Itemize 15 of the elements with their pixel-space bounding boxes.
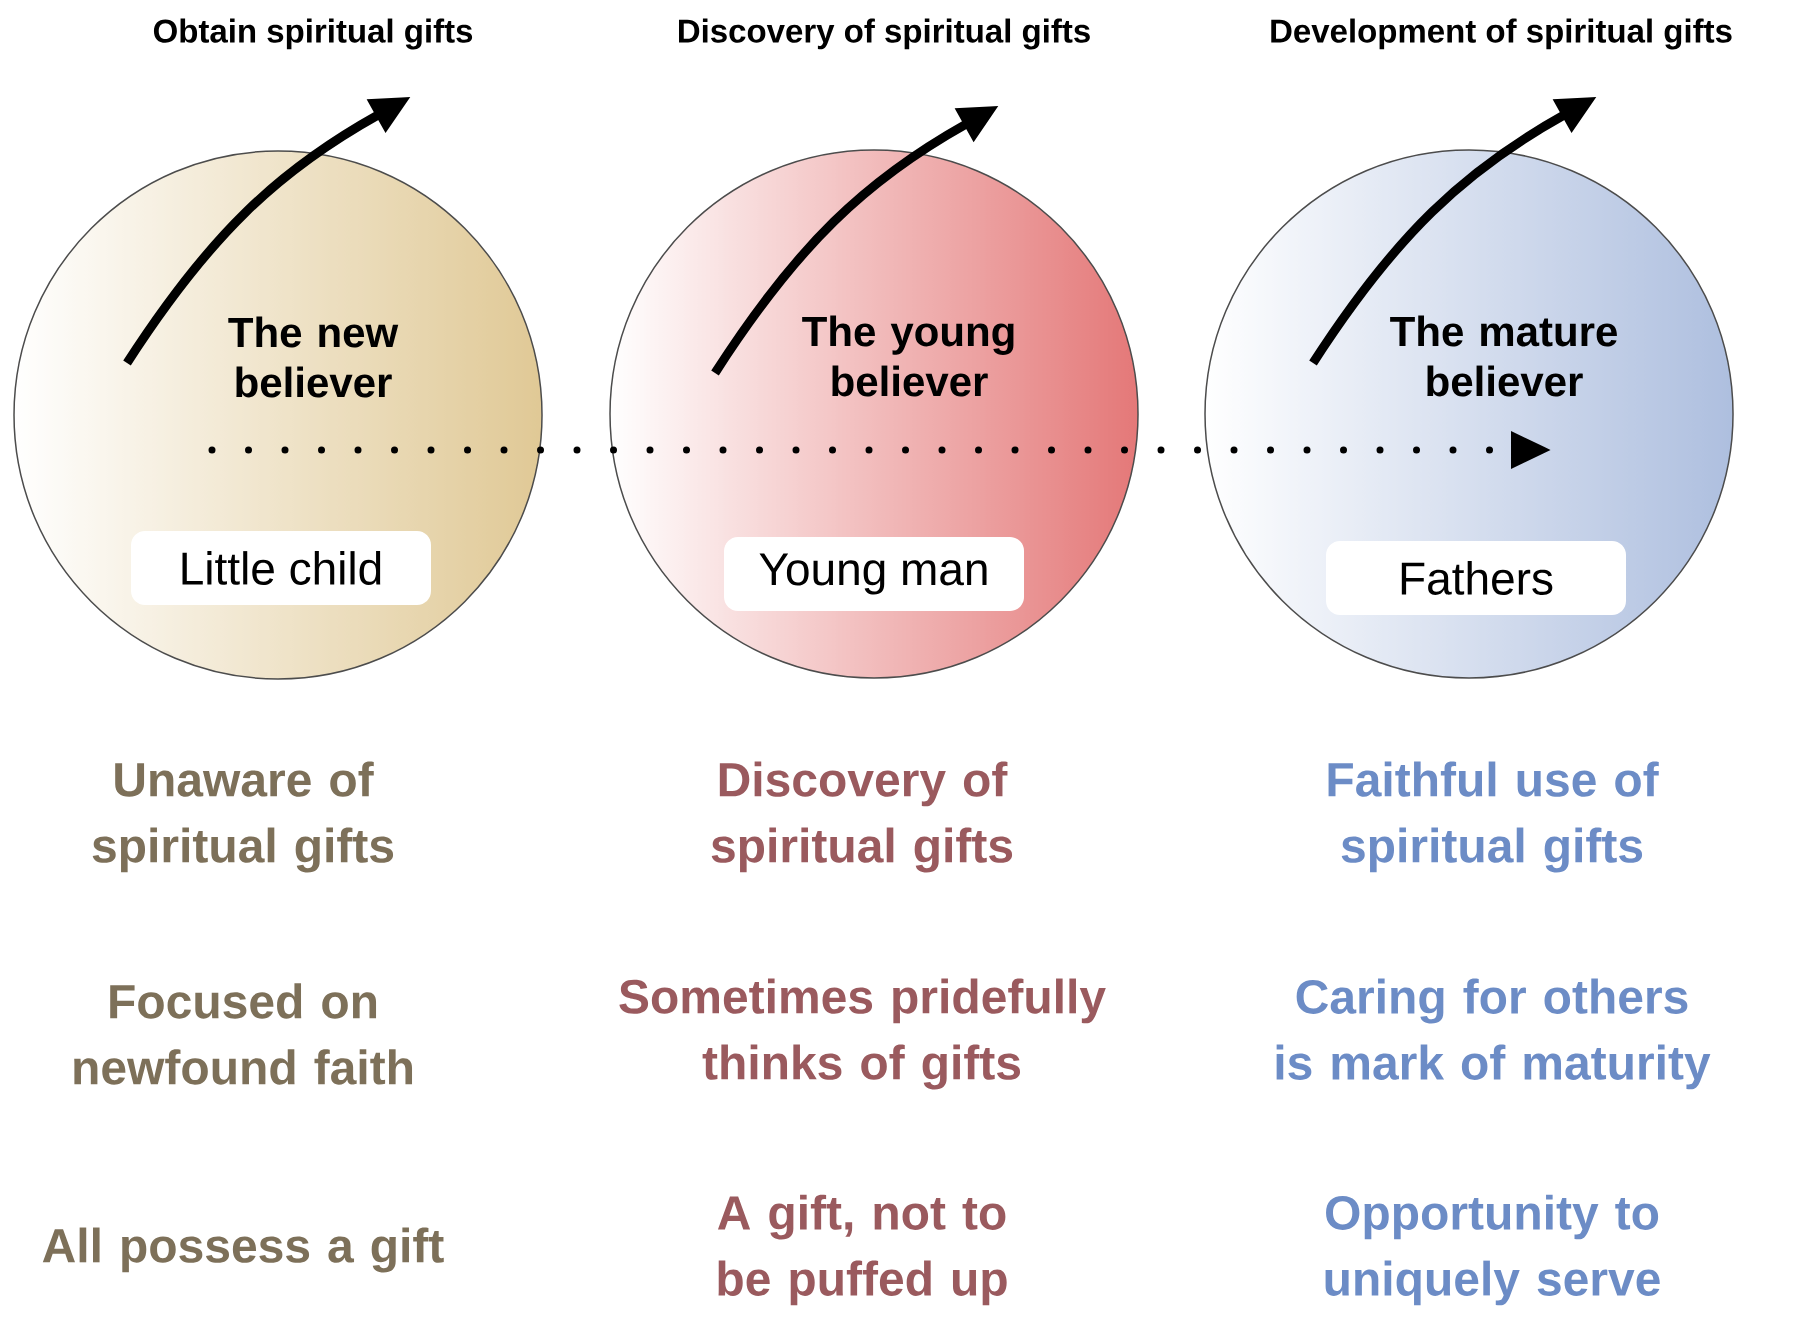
description-text: Unaware of spiritual gifts (92, 761, 394, 873)
label-box: Little child (131, 531, 431, 605)
description-text: Caring for others is mark of maturity (1276, 978, 1711, 1090)
description-text: Faithful use of spiritual gifts (1328, 761, 1659, 873)
heading: Discovery of spiritual gifts (679, 18, 1090, 50)
description-text: Focused on newfound faith (74, 983, 413, 1085)
heading: Development of spiritual gifts (1271, 18, 1732, 50)
description-text: Opportunity to uniquely serve (1325, 1194, 1660, 1306)
description-text: Discovery of spiritual gifts (711, 761, 1013, 873)
description-text: Sometimes pridefully thinks of gifts (619, 978, 1106, 1090)
description-text: A gift, not to be puffed up (717, 1194, 1007, 1306)
label-box: Fathers (1326, 541, 1626, 615)
description-text: All possess a gift (42, 1227, 444, 1273)
label-box: Young man (724, 537, 1024, 611)
heading: Obtain spiritual gifts (153, 18, 473, 50)
